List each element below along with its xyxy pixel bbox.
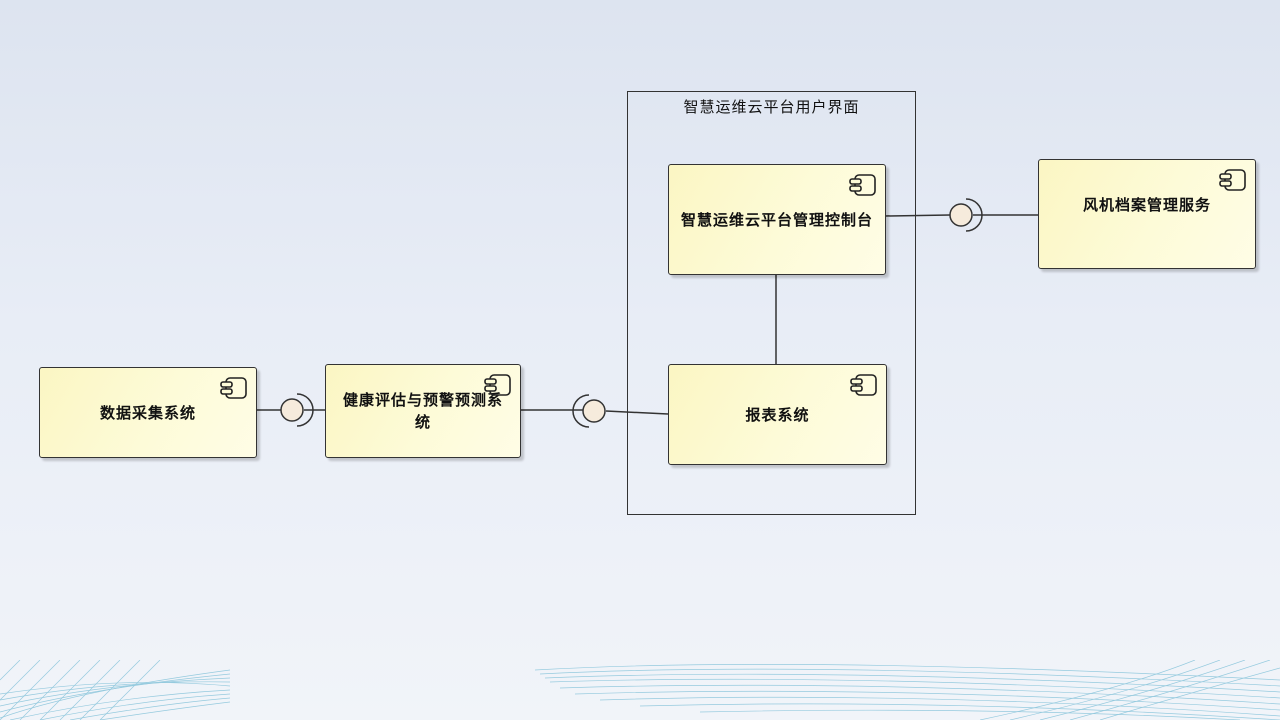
- component-data-collection[interactable]: 数据采集系统: [39, 367, 257, 458]
- uml-component-icon: [484, 374, 511, 396]
- component-fan-archive-service[interactable]: 风机档案管理服务: [1038, 159, 1256, 269]
- uml-component-icon: [850, 374, 877, 396]
- lollipop-interface-icon: [572, 394, 606, 428]
- user-interface-boundary: 智慧运维云平台用户界面: [627, 91, 916, 515]
- component-label: 报表系统: [745, 405, 810, 424]
- connector-interface-to-report: [605, 410, 669, 415]
- boundary-title: 智慧运维云平台用户界面: [683, 98, 860, 116]
- component-health-assessment[interactable]: 健康评估与预警预测系统: [325, 364, 521, 458]
- lollipop-interface-icon: [949, 198, 983, 232]
- lollipop-interface-icon: [280, 393, 314, 427]
- uml-component-icon: [220, 377, 247, 399]
- connector-console-to-interface: [884, 214, 951, 217]
- uml-component-icon: [1219, 169, 1246, 191]
- component-label: 风机档案管理服务: [1082, 196, 1211, 214]
- component-management-console[interactable]: 智慧运维云平台管理控制台: [668, 164, 886, 275]
- component-report-system[interactable]: 报表系统: [668, 364, 887, 465]
- component-label: 数据采集系统: [99, 403, 196, 422]
- component-label: 健康评估与预警预测系统: [342, 391, 503, 431]
- decorative-wave-pattern: [0, 660, 1280, 720]
- uml-component-icon: [849, 174, 876, 196]
- component-label: 智慧运维云平台管理控制台: [680, 210, 873, 229]
